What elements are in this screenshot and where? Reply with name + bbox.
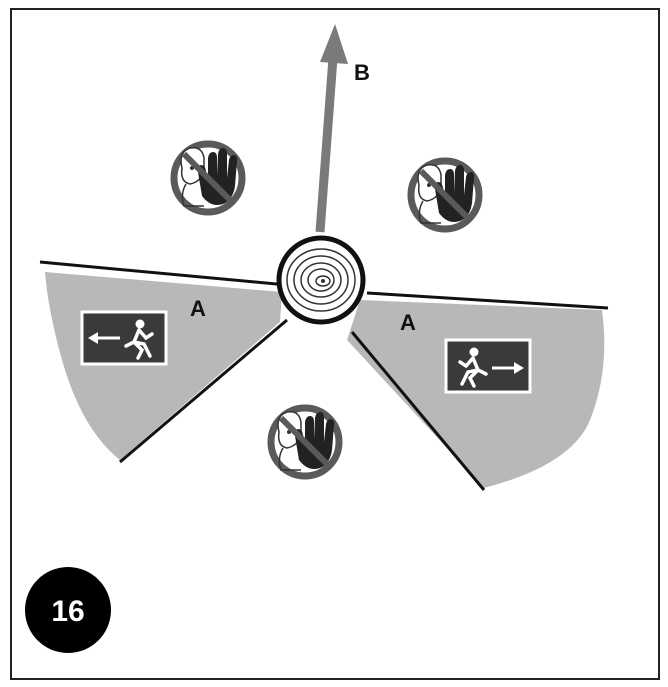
tree-felling-safety-diagram: A A B 16 (25, 24, 609, 653)
fall-direction-arrow-icon (315, 24, 348, 233)
right-escape-line (350, 331, 486, 491)
no-entry-hand-prohibition-icon (271, 408, 339, 476)
no-entry-hand-prohibition-icon (174, 144, 242, 212)
escape-zone-label: A (190, 296, 206, 321)
right-boundary-line (366, 291, 609, 310)
figure-frame: A A B 16 (10, 8, 660, 680)
figure-number-badge: 16 (25, 567, 111, 653)
left-boundary-line (39, 260, 288, 287)
no-entry-hand-prohibition-icon (411, 161, 479, 229)
left-escape-line (119, 318, 288, 464)
right-escape-zone (347, 300, 605, 488)
emergency-exit-left-icon (80, 310, 168, 366)
fall-direction-label: B (354, 60, 370, 85)
emergency-exit-right-icon (444, 338, 532, 394)
left-escape-zone (45, 272, 282, 460)
figure-number: 16 (51, 595, 84, 628)
escape-zone-label: A (400, 310, 416, 335)
tree-stump-icon (276, 235, 366, 325)
